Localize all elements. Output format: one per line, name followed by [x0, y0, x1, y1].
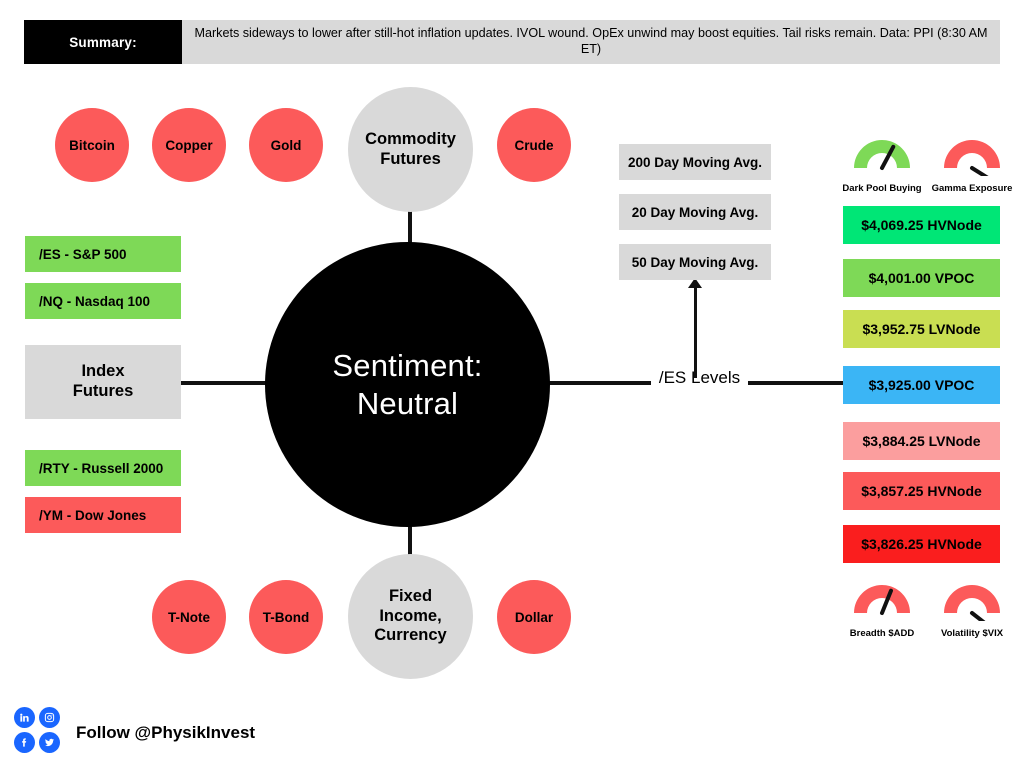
gauge-volatility-vix: Volatility $VIX	[930, 583, 1014, 639]
moving-average-label: 50 Day Moving Avg.	[631, 254, 759, 270]
moving-average-20[interactable]: 20 Day Moving Avg.	[619, 194, 771, 230]
bubble-copper[interactable]: Copper	[152, 108, 226, 182]
index-future-label: /YM - Dow Jones	[39, 507, 147, 523]
gauge-dial-icon	[848, 138, 916, 181]
moving-average-label: 20 Day Moving Avg.	[631, 204, 759, 220]
twitter-icon[interactable]	[39, 732, 60, 753]
hub-fixed-income: Fixed Income, Currency	[348, 554, 473, 679]
gauge-dial-icon	[848, 583, 916, 626]
gauge-caption: Volatility $VIX	[940, 628, 1004, 639]
bubble-t-note[interactable]: T-Note	[152, 580, 226, 654]
price-level-label: $4,069.25 HVNode	[861, 217, 982, 233]
index-future-rty[interactable]: /RTY - Russell 2000	[25, 450, 181, 486]
gauge-dark-pool-buying: Dark Pool Buying	[840, 138, 924, 194]
moving-average-200[interactable]: 200 Day Moving Avg.	[619, 144, 771, 180]
gauge-breadth-add: Breadth $ADD	[840, 583, 924, 639]
hub-index-futures: Index Futures	[25, 345, 181, 419]
gauge-dial-icon	[938, 138, 1006, 183]
price-level-392500-vpoc[interactable]: $3,925.00 VPOC	[843, 366, 1000, 404]
linkedin-icon[interactable]	[14, 707, 35, 728]
social-links[interactable]	[14, 707, 64, 753]
bubble-bitcoin[interactable]: Bitcoin	[55, 108, 129, 182]
index-future-ym[interactable]: /YM - Dow Jones	[25, 497, 181, 533]
bubble-label: Copper	[165, 137, 213, 153]
gauge-gamma-exposure: Gamma Exposure	[930, 138, 1014, 194]
connector-price-levels	[748, 381, 843, 385]
price-level-label: $4,001.00 VPOC	[868, 270, 975, 286]
hub-commodity-futures: Commodity Futures	[348, 87, 473, 212]
price-level-385725-hvnode[interactable]: $3,857.25 HVNode	[843, 472, 1000, 510]
bubble-dollar[interactable]: Dollar	[497, 580, 571, 654]
index-future-nq[interactable]: /NQ - Nasdaq 100	[25, 283, 181, 319]
price-level-label: $3,952.75 LVNode	[862, 321, 981, 337]
summary-bar: Summary: Markets sideways to lower after…	[24, 20, 1000, 64]
price-level-406925-hvnode[interactable]: $4,069.25 HVNode	[843, 206, 1000, 244]
index-future-label: /NQ - Nasdaq 100	[39, 293, 151, 309]
summary-text: Markets sideways to lower after still-ho…	[182, 20, 1000, 64]
bubble-label: T-Note	[168, 609, 210, 625]
gauge-dial-icon	[938, 583, 1006, 630]
price-level-label: $3,925.00 VPOC	[868, 377, 975, 393]
index-future-label: /ES - S&P 500	[39, 246, 127, 262]
instagram-icon[interactable]	[39, 707, 60, 728]
bubble-t-bond[interactable]: T-Bond	[249, 580, 323, 654]
price-level-label: $3,857.25 HVNode	[861, 483, 982, 499]
moving-average-50[interactable]: 50 Day Moving Avg.	[619, 244, 771, 280]
bubble-label: Dollar	[514, 609, 554, 625]
connector-moving-averages	[694, 285, 697, 378]
price-level-label: $3,884.25 LVNode	[862, 433, 981, 449]
price-level-label: $3,826.25 HVNode	[861, 536, 982, 552]
connector-fixed-income	[408, 515, 412, 563]
connector-es-levels	[543, 381, 651, 385]
sentiment-circle: Sentiment: Neutral	[265, 242, 550, 527]
bubble-label: Crude	[514, 137, 554, 153]
es-levels-label: /ES Levels	[658, 368, 741, 387]
gauges-top-group: Dark Pool Buying Gamma Exposure	[840, 138, 1014, 194]
summary-label: Summary:	[24, 20, 182, 64]
bubble-gold[interactable]: Gold	[249, 108, 323, 182]
follow-text: Follow @PhysikInvest	[76, 723, 256, 742]
facebook-icon[interactable]	[14, 732, 35, 753]
index-future-label: /RTY - Russell 2000	[39, 460, 164, 476]
gauge-caption: Dark Pool Buying	[842, 183, 922, 194]
price-level-388425-lvnode[interactable]: $3,884.25 LVNode	[843, 422, 1000, 460]
sentiment-label: Sentiment: Neutral	[332, 347, 483, 421]
bubble-label: T-Bond	[262, 609, 310, 625]
hub-index-futures-label: Index Futures	[72, 362, 134, 400]
bubble-label: Bitcoin	[69, 137, 115, 153]
gauges-bottom-group: Breadth $ADD Volatility $VIX	[840, 583, 1014, 639]
price-level-382625-hvnode[interactable]: $3,826.25 HVNode	[843, 525, 1000, 563]
bubble-crude[interactable]: Crude	[497, 108, 571, 182]
connector-commodity	[408, 205, 412, 257]
moving-average-label: 200 Day Moving Avg.	[627, 154, 763, 170]
index-future-es[interactable]: /ES - S&P 500	[25, 236, 181, 272]
gauge-caption: Gamma Exposure	[931, 183, 1013, 194]
connector-moving-averages-arrow	[688, 278, 702, 288]
connector-index-futures	[181, 381, 273, 385]
hub-fixed-income-label: Fixed Income, Currency	[374, 586, 447, 645]
hub-commodity-label: Commodity Futures	[365, 129, 456, 168]
price-level-395275-lvnode[interactable]: $3,952.75 LVNode	[843, 310, 1000, 348]
price-level-400100-vpoc[interactable]: $4,001.00 VPOC	[843, 259, 1000, 297]
gauge-caption: Breadth $ADD	[849, 628, 915, 639]
bubble-label: Gold	[270, 137, 302, 153]
